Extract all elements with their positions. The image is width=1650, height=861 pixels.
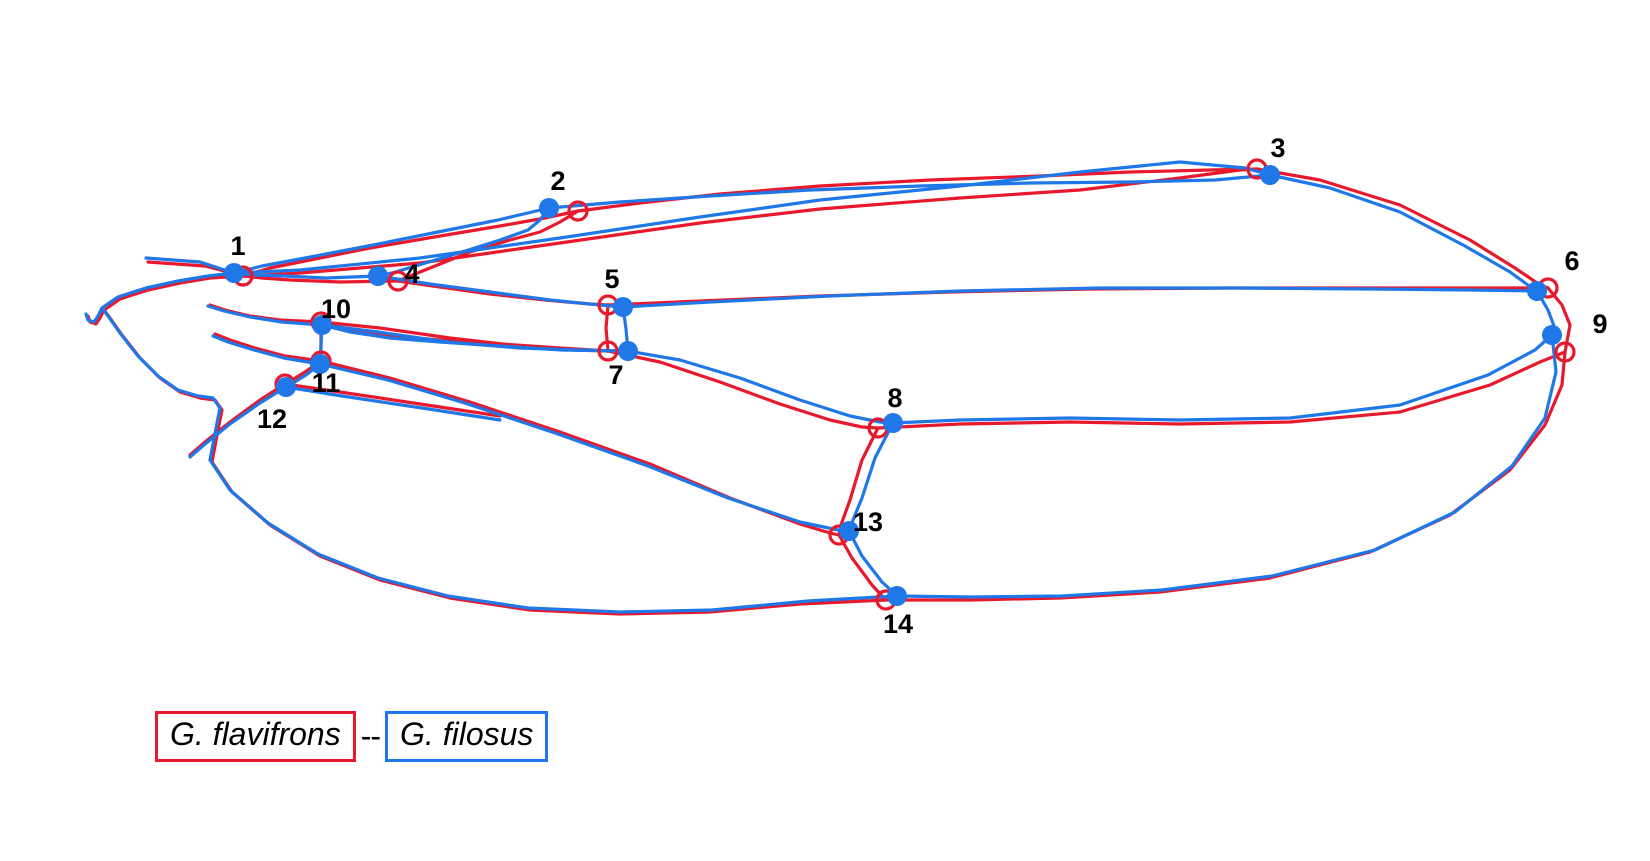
legend-label-g-filosus: G. filosus: [400, 716, 534, 752]
landmark-point-13[interactable]: [839, 521, 859, 541]
vein-r2-red: [396, 209, 580, 283]
vein-lm8-right-blue: [891, 333, 1554, 425]
landmark-markers-g-flavifrons: [232, 158, 1576, 611]
vein-posterior-margin-base-red: [210, 460, 888, 616]
vein-r4-to-lm6-blue: [621, 286, 1539, 309]
landmark-label-1: 1: [230, 231, 245, 261]
legend-entry-g-flavifrons[interactable]: G. flavifrons: [155, 711, 356, 762]
landmark-label-3: 3: [1270, 133, 1285, 163]
vein-posterior-margin-base-blue: [208, 458, 899, 614]
vein-base-upper-red: [102, 274, 245, 312]
vein-r1-red: [241, 209, 580, 278]
vein-apex-to-lm9-red: [1546, 286, 1572, 354]
vein-medial-blue: [320, 323, 630, 353]
landmark-point-1[interactable]: [224, 263, 244, 283]
legend-entry-g-filosus[interactable]: G. filosus: [385, 711, 549, 762]
vein-posterior-margin-blue: [895, 333, 1558, 599]
legend: G. flavifrons -- G. filosus: [155, 711, 549, 762]
vein-base-upper-blue: [100, 271, 236, 310]
landmark-label-13: 13: [853, 507, 883, 537]
vein-r2-left-blue: [232, 271, 380, 280]
landmark-label-7: 7: [608, 360, 623, 390]
vein-lm12-right-blue: [284, 385, 502, 422]
landmark-point-6[interactable]: [1527, 281, 1547, 301]
landmark-label-8: 8: [887, 383, 902, 413]
vein-anal-blue: [188, 385, 288, 459]
vein-cubital-red: [319, 359, 841, 537]
landmark-point-10[interactable]: [312, 315, 332, 335]
vein-lm12-right-red: [283, 382, 502, 418]
vein-medial-red: [319, 320, 610, 353]
landmark-point-12[interactable]: [276, 377, 296, 397]
vein-lm13-lm14-red: [837, 533, 888, 602]
landmark-point-2[interactable]: [567, 200, 589, 222]
legend-separator: --: [360, 717, 381, 754]
landmark-point-14[interactable]: [887, 586, 907, 606]
vein-cubital-blue: [318, 362, 851, 533]
landmark-label-12: 12: [257, 404, 287, 434]
landmark-point-11[interactable]: [310, 354, 330, 374]
landmark-point-3[interactable]: [1260, 165, 1280, 185]
landmark-label-6: 6: [1564, 246, 1579, 276]
landmark-label-4: 4: [404, 259, 419, 289]
vein-posterior-margin-red: [884, 350, 1567, 602]
landmark-label-10: 10: [321, 294, 351, 324]
landmark-label-5: 5: [604, 264, 619, 294]
vein-lm11-base-red: [213, 332, 323, 363]
landmark-point-7[interactable]: [618, 341, 638, 361]
landmark-point-2[interactable]: [539, 198, 559, 218]
landmark-point-4[interactable]: [387, 270, 409, 292]
landmark-point-7[interactable]: [597, 340, 619, 362]
vein-r4-blue: [376, 274, 625, 309]
landmark-label-9: 9: [1592, 309, 1607, 339]
landmark-label-14: 14: [883, 609, 913, 639]
vein-lm8-right-red: [876, 350, 1567, 430]
vein-lm7-left-blue: [320, 323, 630, 353]
landmark-markers-g-filosus: [224, 165, 1562, 606]
vein-r1-to-lm3-blue: [547, 173, 1272, 210]
vein-r2-left-red: [241, 274, 400, 284]
vein-r1-blue: [232, 206, 551, 275]
vein-alula-blue: [84, 306, 104, 324]
vein-lm11-base-blue: [211, 334, 322, 366]
landmark-point-5[interactable]: [613, 297, 633, 317]
landmark-point-8[interactable]: [883, 413, 903, 433]
landmark-point-9[interactable]: [1542, 325, 1562, 345]
landmark-point-4[interactable]: [368, 266, 388, 286]
vein-apical-margin-blue: [1268, 173, 1539, 293]
landmark-point-9[interactable]: [1554, 341, 1576, 363]
crossvein-lm5-lm7-red: [604, 303, 610, 353]
landmark-label-11: 11: [312, 368, 341, 398]
vein-lm10-base-blue: [206, 304, 324, 327]
vein-lm7-lm8-blue: [626, 349, 895, 425]
legend-label-g-flavifrons: G. flavifrons: [170, 716, 341, 752]
vein-lm7-lm8-red: [606, 349, 880, 430]
vein-anal-lobe-blue: [100, 306, 222, 462]
landmark-label-2: 2: [550, 166, 565, 196]
